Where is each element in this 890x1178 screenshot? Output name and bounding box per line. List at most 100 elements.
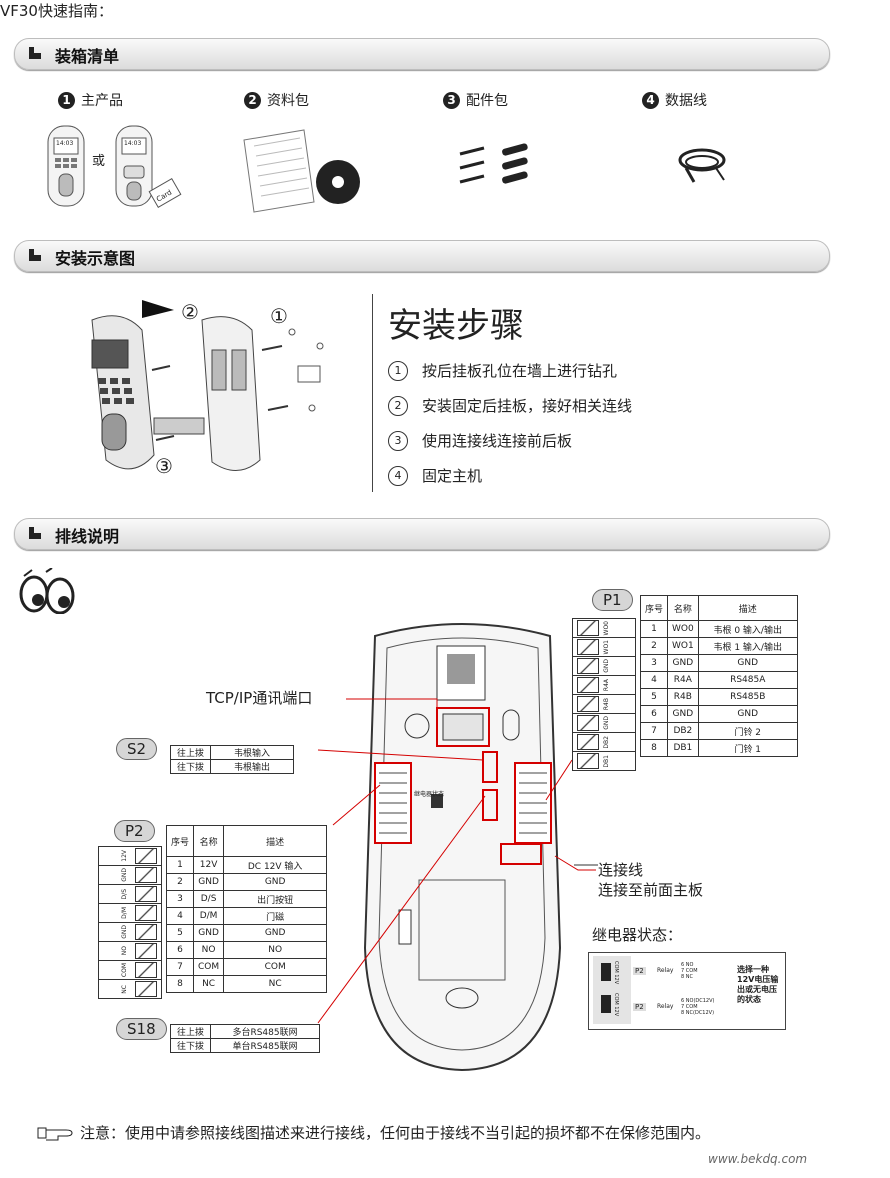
item-label: 主产品 <box>81 93 123 109</box>
table-cell: GND <box>193 873 225 891</box>
pin-label: GND <box>121 925 128 939</box>
table-cell: 韦根 1 输入/输出 <box>697 637 798 655</box>
screw-icon <box>577 734 599 750</box>
relay-label: Relay <box>657 1003 674 1010</box>
table-cell: 3 <box>165 890 195 908</box>
switch-label: COM 12V <box>613 993 619 1017</box>
table-row: 往下拨单台RS485联网 <box>169 1038 321 1053</box>
switch-label: COM 12V <box>613 961 619 985</box>
table-cell: GND <box>697 654 798 672</box>
install-step: 3 使用连接线连接前后板 <box>388 430 572 451</box>
table-header-row: 序号 名称 描述 <box>639 595 798 621</box>
table-cell: 5 <box>165 924 195 942</box>
terminal-pin: WO1 <box>572 638 636 657</box>
table-cell: 6 <box>639 705 669 723</box>
screw-icon <box>577 715 599 731</box>
screw-icon <box>577 753 599 769</box>
table-cell: 多台RS485联网 <box>210 1024 321 1039</box>
table-cell: 12V <box>193 856 225 874</box>
terminal-pin: WO0 <box>572 618 636 638</box>
table-cell: 韦根输出 <box>210 759 295 774</box>
step-text: 固定主机 <box>422 467 483 485</box>
table-cell: 4 <box>639 671 669 689</box>
column-header: 名称 <box>193 825 225 857</box>
connector-label-line: 连接线 <box>598 861 644 879</box>
column-header: 名称 <box>667 595 699 621</box>
pin-label: WO0 <box>603 620 610 636</box>
relay-lower-rows: 6 NO(DC12V) 7 COM 8 NC(DC12V) <box>681 998 714 1016</box>
relay-row: 7 COM <box>681 968 698 974</box>
table-row: 往上拨韦根输入 <box>169 745 295 760</box>
table-cell: 7 <box>639 722 669 740</box>
relay-label: Relay <box>657 967 674 974</box>
table-cell: 7 <box>165 958 195 976</box>
pin-label: GND <box>121 868 128 882</box>
terminal-pin: DB2 <box>572 733 636 752</box>
s2-label: S2 <box>116 738 158 760</box>
table-cell: 单台RS485联网 <box>210 1038 321 1053</box>
screw-icon <box>135 867 157 883</box>
terminal-pin: D/S <box>98 885 162 904</box>
back-plate-diagram <box>363 623 562 1072</box>
table-cell: 往下拨 <box>169 759 212 774</box>
screw-icon <box>135 943 157 959</box>
table-cell: WO0 <box>667 620 699 638</box>
relay-row: 7 COM <box>681 1004 698 1010</box>
item-label: 数据线 <box>665 93 707 109</box>
tcp-ip-port-label: TCP/IP通讯端口 <box>206 689 313 707</box>
install-steps-heading: 安装步骤 <box>388 306 524 346</box>
table-cell: GND <box>223 873 328 891</box>
section-marker-icon <box>29 249 41 261</box>
screw-icon <box>135 962 157 978</box>
table-cell: DB2 <box>667 722 699 740</box>
table-cell: 3 <box>639 654 669 672</box>
switch-icon <box>601 963 611 981</box>
section-header-install: 安装示意图 <box>14 240 830 272</box>
leader-lines <box>317 698 598 1024</box>
install-diagram <box>91 300 324 471</box>
item-number: 4 <box>642 91 659 109</box>
table-cell: 门磁 <box>223 907 328 925</box>
table-cell: GND <box>667 654 699 672</box>
eyes-icon <box>19 568 75 614</box>
table-cell: GND <box>193 924 225 942</box>
table-cell: 出门按钮 <box>223 890 328 908</box>
p2-tag: P2 <box>633 967 646 975</box>
device-screen-time: 14:03 <box>124 140 142 147</box>
column-header: 序号 <box>639 595 669 621</box>
relay-state-box: COM 12V COM 12V P2 Relay P2 Relay 6 NO 7… <box>588 952 786 1030</box>
table-cell: DB1 <box>667 739 699 757</box>
screw-icon <box>135 905 157 921</box>
screw-icon <box>577 639 599 655</box>
table-cell: R4A <box>667 671 699 689</box>
step-number: 3 <box>388 430 408 451</box>
switch-icon <box>601 995 611 1013</box>
screw-icon <box>577 620 599 636</box>
terminal-pin: NO <box>98 942 162 961</box>
table-cell: 8 <box>639 739 669 757</box>
table-cell: RS485A <box>697 671 798 689</box>
terminal-pin: GND <box>98 923 162 942</box>
s2-table: 往上拨韦根输入 往下拨韦根输出 <box>169 745 295 774</box>
section-header-wiring: 排线说明 <box>14 518 830 550</box>
relay-heading: 继电器状态： <box>592 926 683 944</box>
terminal-pin: GND <box>572 714 636 733</box>
pin-label: GND <box>603 716 610 730</box>
section-marker-icon <box>29 527 41 539</box>
terminal-pin: NC <box>98 980 162 999</box>
p2-label: P2 <box>114 820 155 842</box>
table-cell: NC <box>223 975 328 993</box>
item-label: 配件包 <box>466 93 508 109</box>
watermark: www.bekdq.com <box>708 1152 808 1166</box>
terminal-pin: R4B <box>572 695 636 714</box>
pointing-hand-icon <box>37 1127 73 1140</box>
install-step: 1 按后挂板孔位在墙上进行钻孔 <box>388 360 617 381</box>
